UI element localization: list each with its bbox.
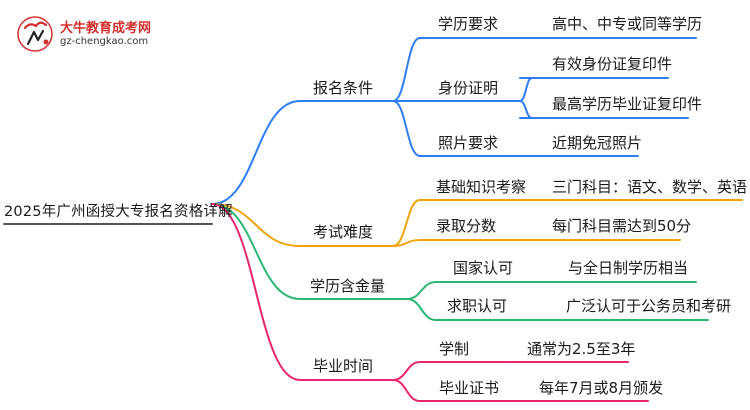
leaf-topic: 通常为2.5至3年 (527, 340, 636, 358)
sub-topic: 基础知识考察 (436, 178, 527, 196)
sub-connector (392, 37, 421, 102)
leaf-topic: 最高学历毕业证复印件 (552, 95, 703, 113)
sub-connector (392, 239, 421, 247)
sub-topic: 国家认可 (453, 259, 514, 277)
sub-topic: 录取分数 (436, 217, 497, 235)
sub-topic: 学历要求 (438, 15, 499, 33)
site-logo: 大牛教育成考网 gz-chengkao.com (16, 14, 166, 54)
leaf-connector (519, 77, 533, 102)
leaf-topic: 高中、中专或同等学历 (552, 15, 703, 33)
sub-connector (392, 379, 421, 402)
branch-connector (211, 203, 301, 247)
logo-title: 大牛教育成考网 (60, 21, 152, 36)
logo-icon (17, 16, 53, 52)
leaf-topic: 广泛认可于公务员和考研 (566, 297, 732, 315)
sub-connector (392, 100, 421, 157)
branch-connector (211, 100, 301, 205)
branch-connector (211, 203, 301, 381)
sub-connector (392, 361, 421, 381)
leaf-topic: 有效身份证复印件 (552, 55, 673, 73)
sub-topic: 身份证明 (438, 79, 499, 97)
leaf-topic: 每门科目需达到50分 (552, 217, 692, 235)
branch-label: 考试难度 (313, 223, 374, 241)
branch-connector (211, 203, 301, 300)
branch-label: 报名条件 (313, 79, 374, 97)
sub-topic: 学制 (439, 340, 470, 358)
logo-url: gz-chengkao.com (60, 36, 149, 47)
sub-topic: 照片要求 (438, 134, 499, 152)
leaf-topic: 三门科目：语文、数学、英语 (552, 178, 748, 196)
leaf-topic: 每年7月或8月颁发 (539, 379, 664, 397)
sub-connector (406, 298, 437, 321)
root-topic: 2025年广州函授大专报名资格详解 (4, 204, 233, 220)
sub-topic: 求职认可 (447, 297, 508, 315)
leaf-topic: 近期免冠照片 (552, 134, 643, 152)
sub-connector (392, 199, 421, 247)
branch-label: 学历含金量 (310, 277, 386, 295)
leaf-connector (519, 100, 533, 119)
sub-topic: 毕业证书 (439, 379, 500, 397)
leaf-topic: 与全日制学历相当 (568, 259, 689, 277)
branch-label: 毕业时间 (313, 357, 374, 375)
sub-connector (406, 281, 437, 300)
